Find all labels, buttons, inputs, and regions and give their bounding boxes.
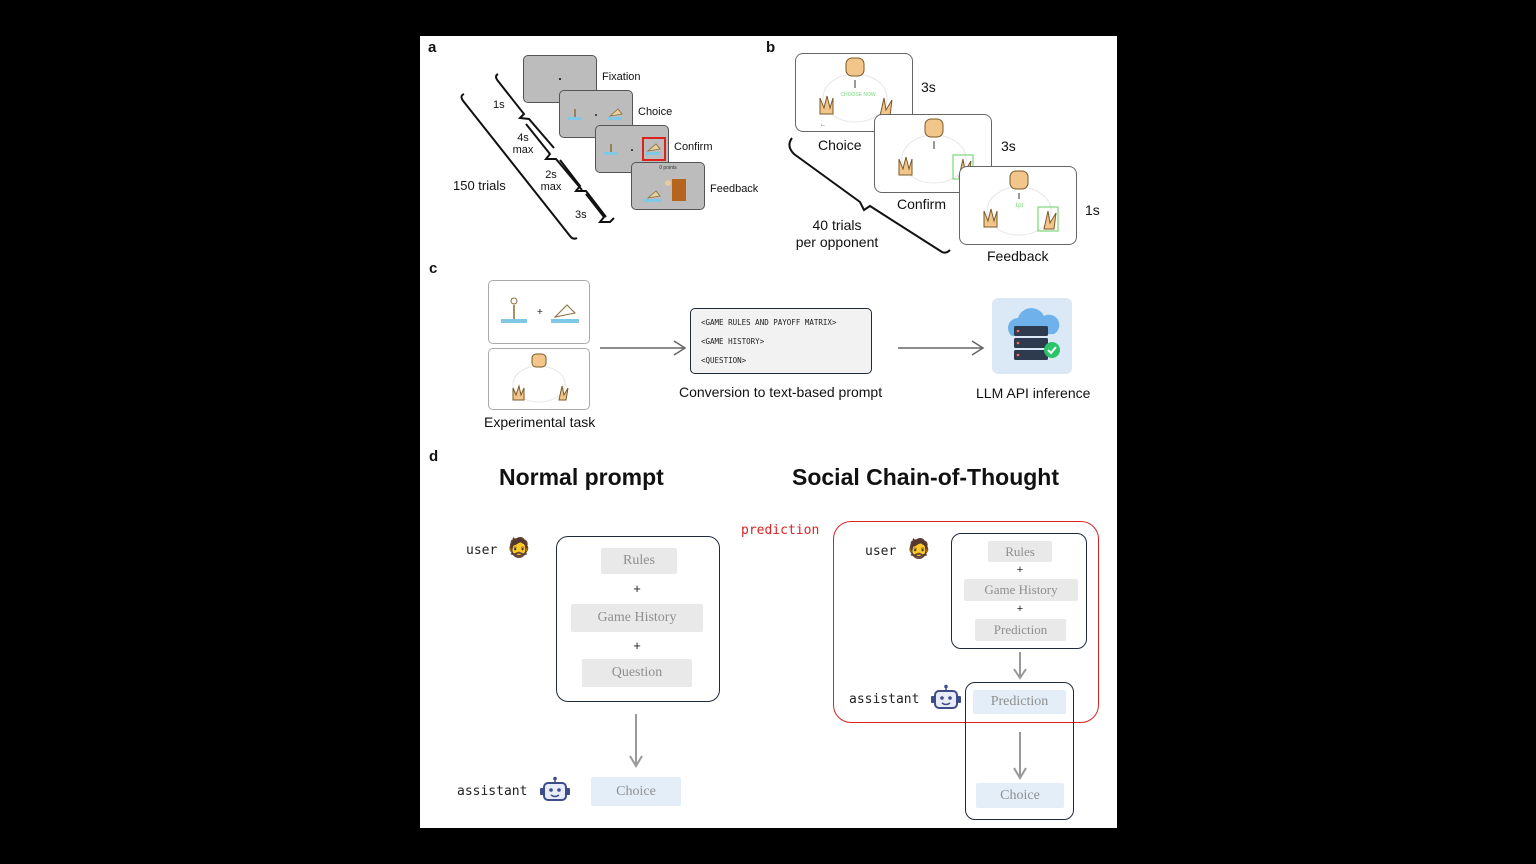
b-trials-line2: per opponent [795, 234, 879, 250]
b-feedback-hands-icon [983, 170, 1059, 236]
d-normal-chip-rules: Rules [601, 548, 677, 574]
c-task-label: Experimental task [484, 414, 596, 430]
b-stage-feedback: Feedback [987, 248, 1049, 264]
panel-a-brackets [460, 73, 615, 240]
d-normal-plus-1: + [633, 581, 641, 596]
d-social-user-box [951, 533, 1087, 649]
d-prediction-outline [833, 521, 1099, 723]
feedback-screen-icons [644, 179, 686, 202]
b-choice-card: ← CHOOSE NOW [795, 53, 913, 132]
d-normal-title: Normal prompt [499, 464, 664, 490]
panel-b-label: b [766, 39, 776, 56]
d-social-assistant-box [965, 682, 1074, 820]
d-normal-user-label: user [466, 543, 498, 558]
d-normal-output-choice: Choice [591, 777, 681, 806]
d-normal-user-box [556, 536, 720, 702]
a-duration-4: 3s [575, 209, 587, 221]
feedback-points: 0 points [659, 165, 677, 171]
b-trials: 40 trials per opponent [790, 217, 884, 251]
panel-c-label: c [429, 260, 438, 277]
b-duration-1: 3s [921, 79, 936, 95]
c-prompt-line-1: <GAME RULES AND PAYOFF MATRIX> [701, 318, 837, 327]
a-stage-choice: Choice [638, 106, 673, 118]
robot-icon [540, 776, 570, 801]
a-stage-confirm: Confirm [674, 141, 713, 153]
d-social-output-choice: Choice [976, 783, 1064, 808]
d-normal-plus-2: + [633, 638, 641, 653]
c-task-icons-1: + [501, 297, 579, 323]
fixation-dot [559, 78, 561, 80]
a-duration-2: 4s max [512, 132, 534, 156]
c-arrow-1 [600, 340, 687, 356]
d-social-plus-1: + [1016, 564, 1024, 576]
d-normal-chip-question: Question [582, 659, 692, 687]
d-social-plus-2: + [1016, 603, 1024, 615]
svg-text:←: ← [820, 122, 826, 128]
svg-text:+: + [537, 307, 543, 318]
c-prompt-label: Conversion to text-based prompt [679, 384, 883, 400]
b-trials-line1: 40 trials [812, 217, 862, 233]
d-prediction-tag: prediction [741, 523, 820, 538]
b-feedback-card: 1pt [959, 166, 1077, 245]
c-arrow-2 [898, 340, 985, 356]
d-social-chip-history: Game History [964, 579, 1078, 601]
d-social-arrow-2 [1013, 732, 1027, 780]
c-task-screen-1: + [488, 280, 590, 344]
b-duration-3: 1s [1085, 202, 1100, 218]
feedback-screen: 0 points [631, 162, 705, 210]
d-social-output-prediction: Prediction [973, 690, 1066, 714]
c-llm-label: LLM API inference [976, 385, 1091, 401]
c-llm-icon-bg [992, 298, 1072, 374]
d-social-user-label: user [865, 544, 897, 559]
a-stage-feedback: Feedback [710, 183, 759, 195]
a-duration-1: 1s [493, 99, 505, 111]
d-social-assistant-label: assistant [849, 692, 920, 707]
b-choice-hands-icon: ← [819, 57, 893, 128]
cloud-server-icon [1008, 308, 1060, 360]
panel-a-label: a [428, 39, 437, 56]
panel-b-bracket [788, 137, 951, 254]
a-stage-fixation: Fixation [602, 71, 641, 83]
b-stage-choice: Choice [818, 137, 862, 153]
a-duration-3: 2s max [540, 169, 562, 193]
b-choose-now: CHOOSE NOW [840, 92, 876, 98]
c-prompt-box: <GAME RULES AND PAYOFF MATRIX> <GAME HIS… [690, 308, 872, 374]
b-duration-2: 3s [1001, 138, 1016, 154]
d-social-chip-prediction: Prediction [975, 619, 1066, 641]
d-normal-user-emoji: 🧔 [507, 538, 531, 559]
d-social-chip-rules: Rules [988, 541, 1052, 562]
d-normal-chip-history: Game History [571, 604, 703, 632]
d-normal-arrow [629, 714, 643, 768]
b-feedback-score: 1pt [1014, 203, 1024, 209]
d-normal-assistant-label: assistant [457, 784, 528, 799]
robot-icon [931, 684, 961, 709]
c-task-screen-2 [488, 348, 590, 410]
figure: a 0 points Fixa [420, 36, 1117, 828]
d-social-user-emoji: 🧔 [907, 539, 931, 560]
b-stage-confirm: Confirm [897, 196, 947, 212]
a-trials: 150 trials [453, 178, 506, 193]
c-task-hands-icon [512, 353, 569, 403]
choice-screen-icons [568, 108, 623, 120]
panel-d-label: d [429, 448, 439, 465]
c-prompt-line-3: <QUESTION> [701, 356, 747, 365]
c-prompt-line-2: <GAME HISTORY> [701, 337, 765, 346]
d-social-title: Social Chain-of-Thought [792, 464, 1060, 490]
d-social-arrow-1 [1013, 652, 1027, 680]
confirm-screen-icons [604, 137, 666, 161]
